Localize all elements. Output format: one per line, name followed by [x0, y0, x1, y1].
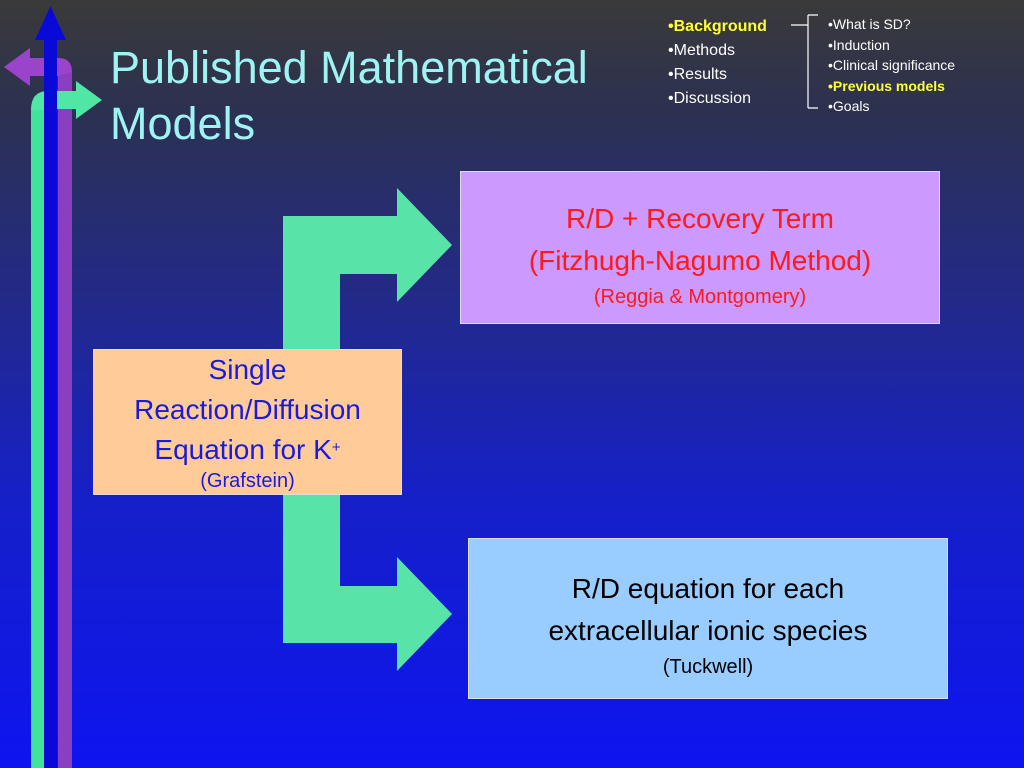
source-line1: Single: [208, 354, 287, 385]
model-top-line1: R/D + Recovery Term: [566, 203, 834, 234]
green-arrow-right-icon: [31, 81, 102, 119]
model-bottom-citation: (Tuckwell): [662, 656, 754, 678]
green-bar: [31, 108, 45, 768]
model-top-line2: (Fitzhugh-Nagumo Method): [528, 245, 872, 276]
subnav-item-previous-models[interactable]: •Previous models: [828, 77, 945, 94]
page-title: Published Mathematical Models: [110, 42, 588, 149]
purple-bar: [58, 72, 72, 768]
subnav-item-clinical-significance[interactable]: •Clinical significance: [828, 57, 956, 73]
nav-item-background[interactable]: •Background: [668, 18, 767, 35]
purple-arrow-left-icon: [4, 48, 72, 86]
subnav-item-goals[interactable]: •Goals: [828, 98, 870, 114]
model-top-citation: (Reggia & Montgomery): [593, 286, 807, 308]
source-citation: (Grafstein): [200, 470, 295, 492]
model-box-grafstein: Single Reaction/Diffusion Equation for K…: [93, 349, 402, 495]
bracket-connector: [791, 14, 818, 109]
nav-item-methods[interactable]: •Methods: [668, 42, 735, 59]
source-line3: Equation for K+: [154, 434, 341, 465]
subnav-item-what-is-sd[interactable]: •What is SD?: [828, 16, 911, 32]
blue-arrow-up-icon: [35, 6, 66, 40]
branch-arrow-shape: [283, 188, 452, 671]
potassium-superscript: +: [331, 439, 341, 456]
section-nav: •Background •Methods •Results •Discussio…: [668, 15, 767, 111]
blue-bar: [44, 38, 57, 768]
nav-item-discussion[interactable]: •Discussion: [668, 90, 751, 107]
decorative-navigation-arrows: [4, 6, 102, 768]
source-line2: Reaction/Diffusion: [134, 394, 361, 425]
nav-bracket: [791, 14, 818, 109]
model-box-tuckwell: R/D equation for each extracellular ioni…: [468, 538, 948, 699]
model-bottom-line2: extracellular ionic species: [548, 615, 868, 646]
subsection-nav: •What is SD? •Induction •Clinical signif…: [828, 14, 955, 117]
nav-item-results[interactable]: •Results: [668, 66, 727, 83]
model-bottom-line1: R/D equation for each: [571, 573, 845, 604]
subnav-item-induction[interactable]: •Induction: [828, 36, 890, 53]
model-box-reggia: R/D + Recovery Term (Fitzhugh-Nagumo Met…: [460, 171, 940, 324]
